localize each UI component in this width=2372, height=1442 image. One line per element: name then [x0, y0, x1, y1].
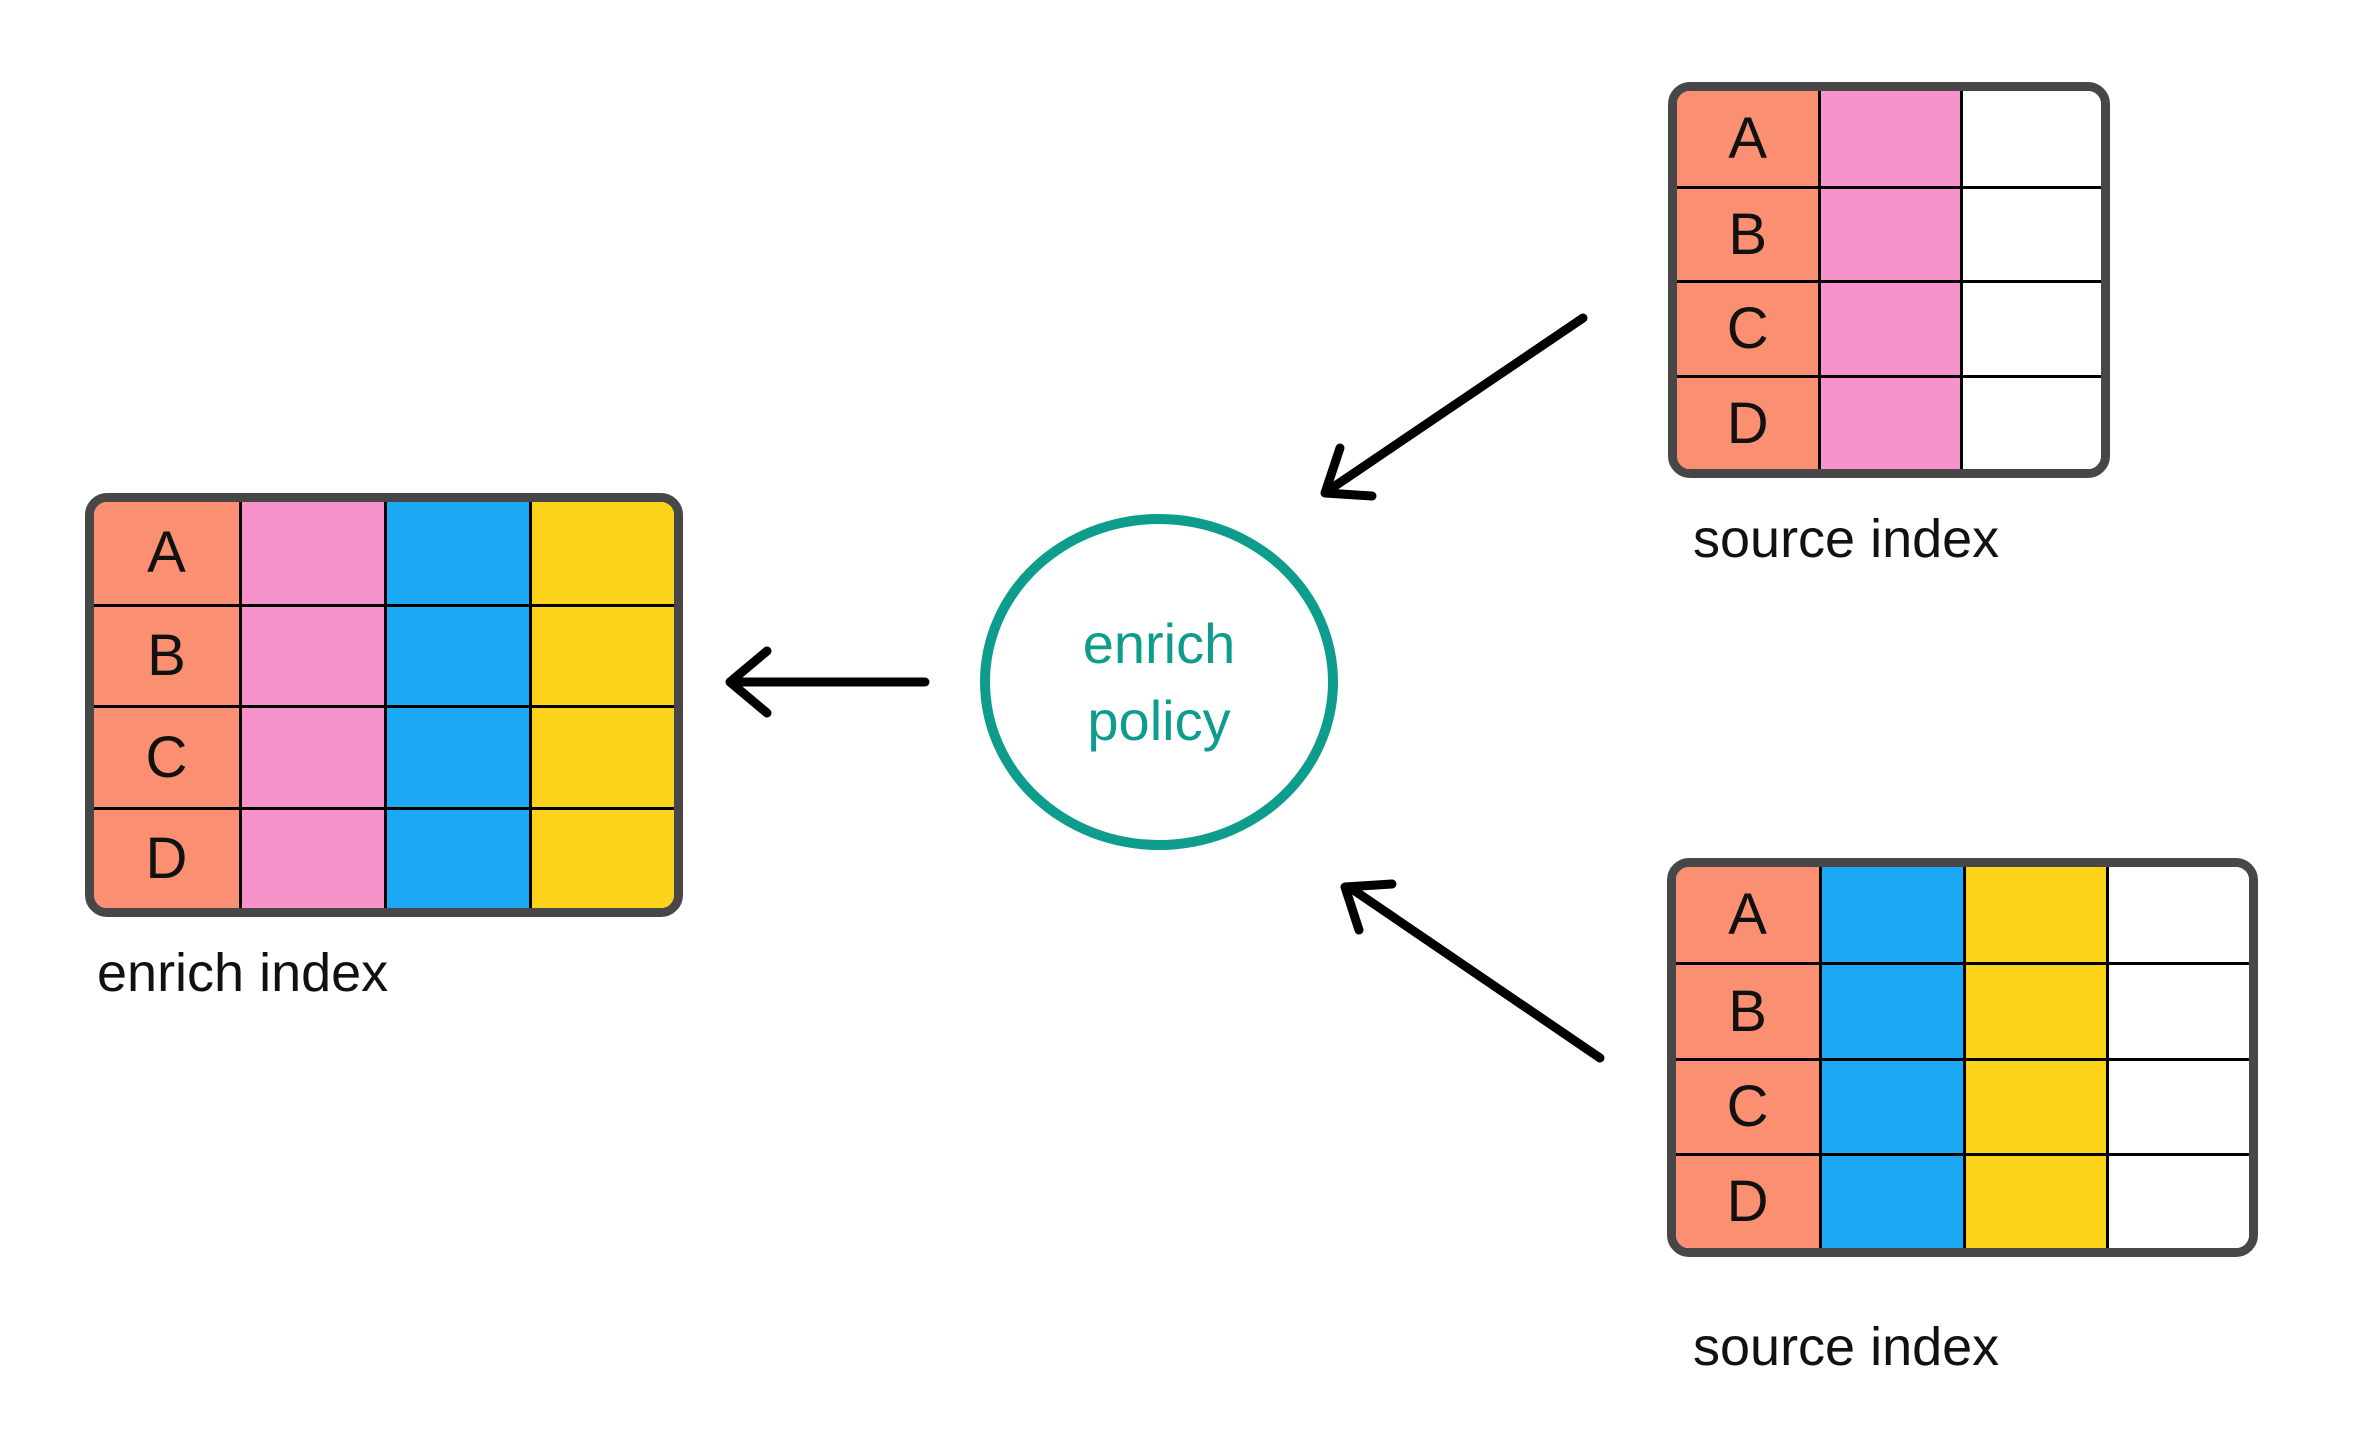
table-cell — [1959, 91, 2101, 186]
row-label-cell: C — [1676, 1057, 1820, 1153]
table-cell — [2105, 867, 2249, 963]
table-cell — [1959, 185, 2101, 280]
table-cell — [239, 603, 384, 705]
source-index-bottom-table: A B C D — [1667, 858, 2258, 1257]
table-cell — [1818, 374, 1960, 469]
table-cell — [529, 603, 674, 705]
table-cell — [2105, 1152, 2249, 1248]
table-cell — [1819, 867, 1963, 963]
enrich-index-label: enrich index — [97, 943, 389, 1003]
table-cell — [529, 806, 674, 908]
table-cell — [1959, 374, 2101, 469]
row-label-cell: B — [94, 603, 239, 705]
table-cell — [384, 705, 529, 807]
table-cell — [1962, 962, 2106, 1058]
table-cell — [1819, 1057, 1963, 1153]
table-cell — [384, 806, 529, 908]
table-cell — [529, 502, 674, 604]
row-label-cell: D — [1676, 1152, 1820, 1248]
row-label-cell: A — [94, 502, 239, 604]
table-cell — [1819, 1152, 1963, 1248]
row-label-cell: C — [1677, 280, 1819, 375]
table-cell — [1959, 280, 2101, 375]
enrich-policy-text-line2: policy — [1087, 689, 1231, 752]
table-cell — [1962, 1057, 2106, 1153]
row-label-cell: B — [1676, 962, 1820, 1058]
source-index-bottom-label: source index — [1693, 1317, 2000, 1377]
table-cell — [1818, 280, 1960, 375]
enrich-policy-text-line1: enrich — [1082, 611, 1236, 675]
row-label-cell: C — [94, 705, 239, 807]
row-label-cell: D — [1677, 374, 1819, 469]
table-cell — [239, 705, 384, 807]
table-cell — [529, 705, 674, 807]
table-cell — [239, 806, 384, 908]
enrich-policy-circle: enrich policy — [980, 514, 1338, 850]
table-cell — [1962, 1152, 2106, 1248]
table-cell — [239, 502, 384, 604]
source-index-top-table: A B C D — [1668, 82, 2110, 478]
table-cell — [2105, 1057, 2249, 1153]
row-label-cell: B — [1677, 185, 1819, 280]
arrow-policy-to-enrich-index — [725, 646, 930, 718]
arrow-bottom-source-to-policy — [1340, 879, 1605, 1063]
row-label-cell: A — [1677, 91, 1819, 186]
table-cell — [384, 603, 529, 705]
table-cell — [384, 502, 529, 604]
enrich-index-table: A B C D — [85, 493, 683, 917]
arrow-top-source-to-policy — [1320, 313, 1588, 501]
table-cell — [1962, 867, 2106, 963]
table-cell — [1819, 962, 1963, 1058]
row-label-cell: A — [1676, 867, 1820, 963]
source-index-top-label: source index — [1693, 509, 2000, 569]
table-cell — [2105, 962, 2249, 1058]
table-cell — [1818, 91, 1960, 186]
table-cell — [1818, 185, 1960, 280]
row-label-cell: D — [94, 806, 239, 908]
